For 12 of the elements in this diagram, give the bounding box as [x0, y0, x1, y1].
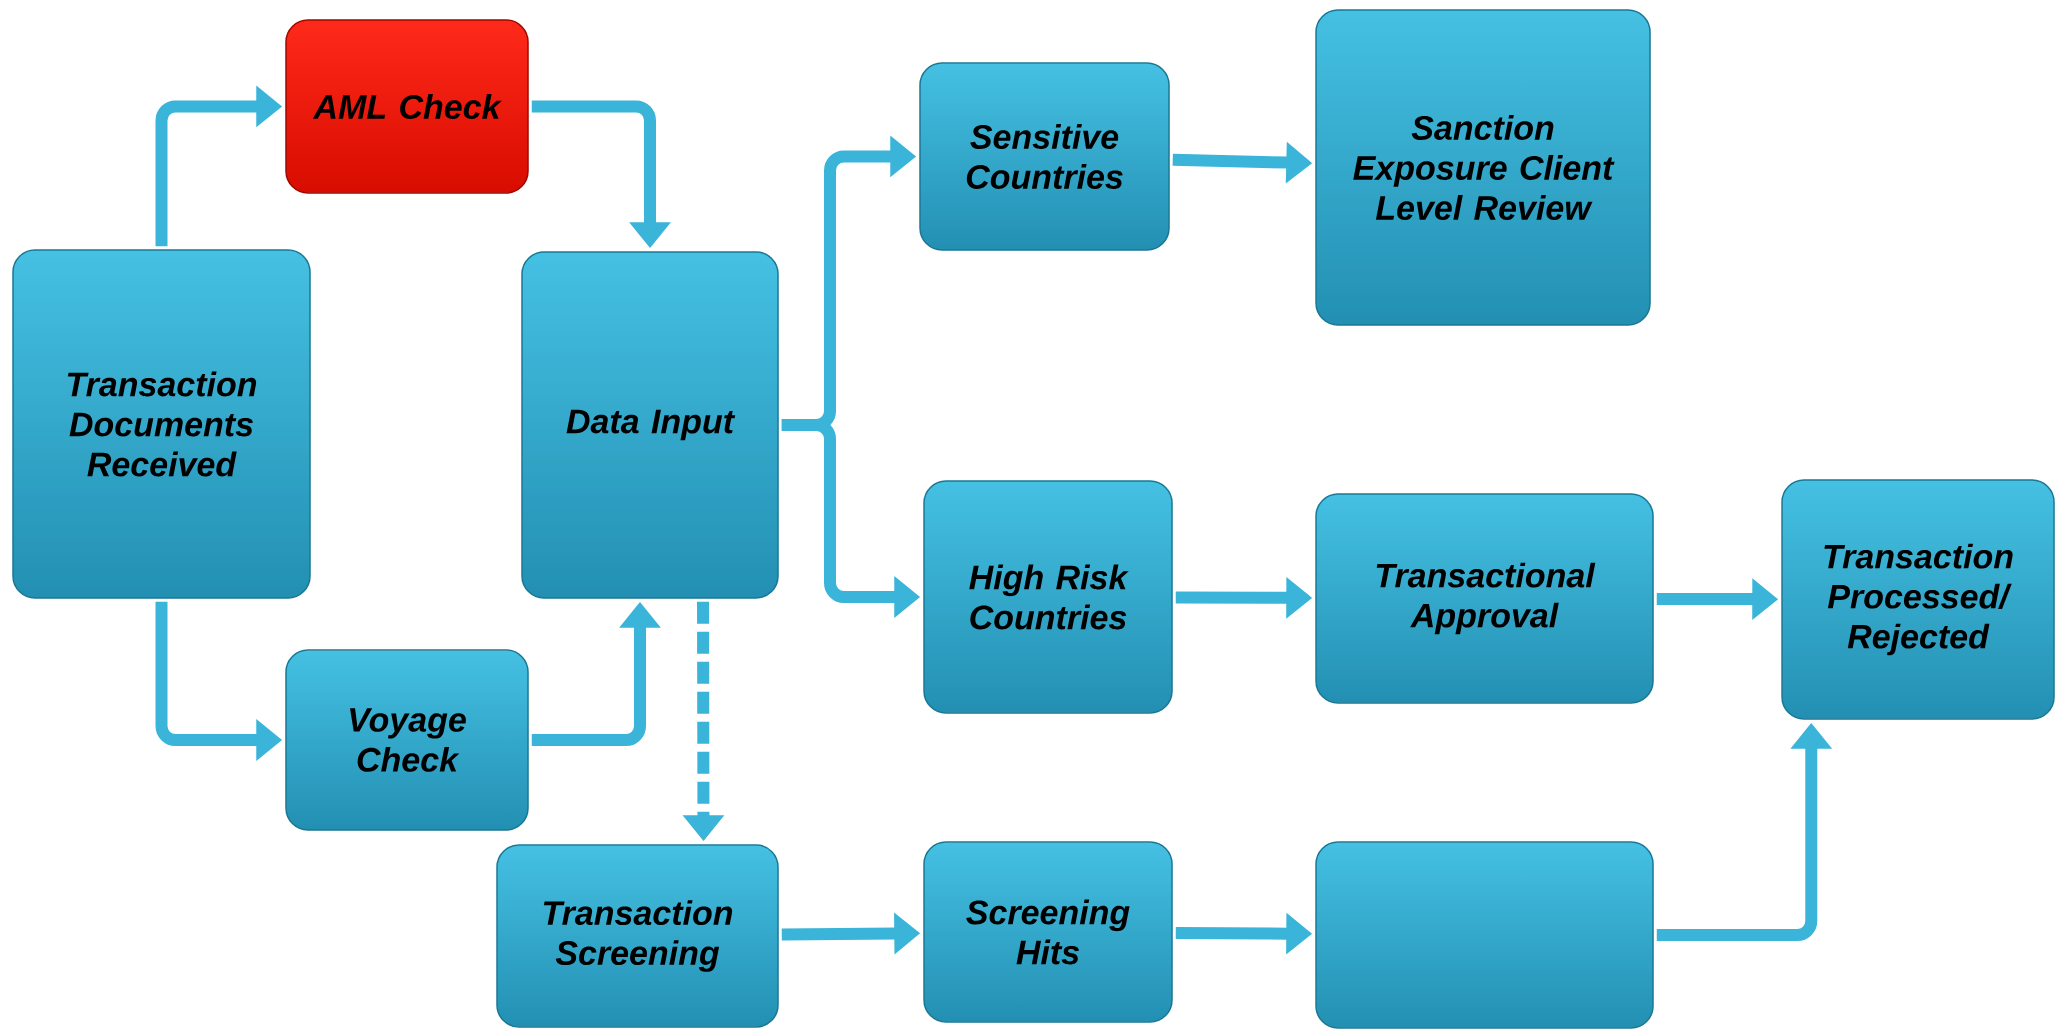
process-box: Transaction Screening — [496, 844, 779, 1028]
process-box: Data Input — [521, 251, 779, 599]
process-box: Voyage Check — [285, 649, 529, 831]
process-box: AML Check — [285, 19, 529, 194]
process-box: Transaction Documents Received — [12, 249, 311, 599]
process-box: Sanction Exposure Client Level Review — [1315, 9, 1651, 326]
process-box: Transactional Approval — [1315, 493, 1654, 704]
process-box: High Risk Countries — [923, 480, 1173, 714]
process-box — [1315, 841, 1654, 1029]
process-box: Screening Hits — [923, 841, 1173, 1023]
process-box: Sensitive Countries — [919, 62, 1170, 251]
process-box: Transaction Processed/ Rejected — [1781, 479, 2055, 720]
